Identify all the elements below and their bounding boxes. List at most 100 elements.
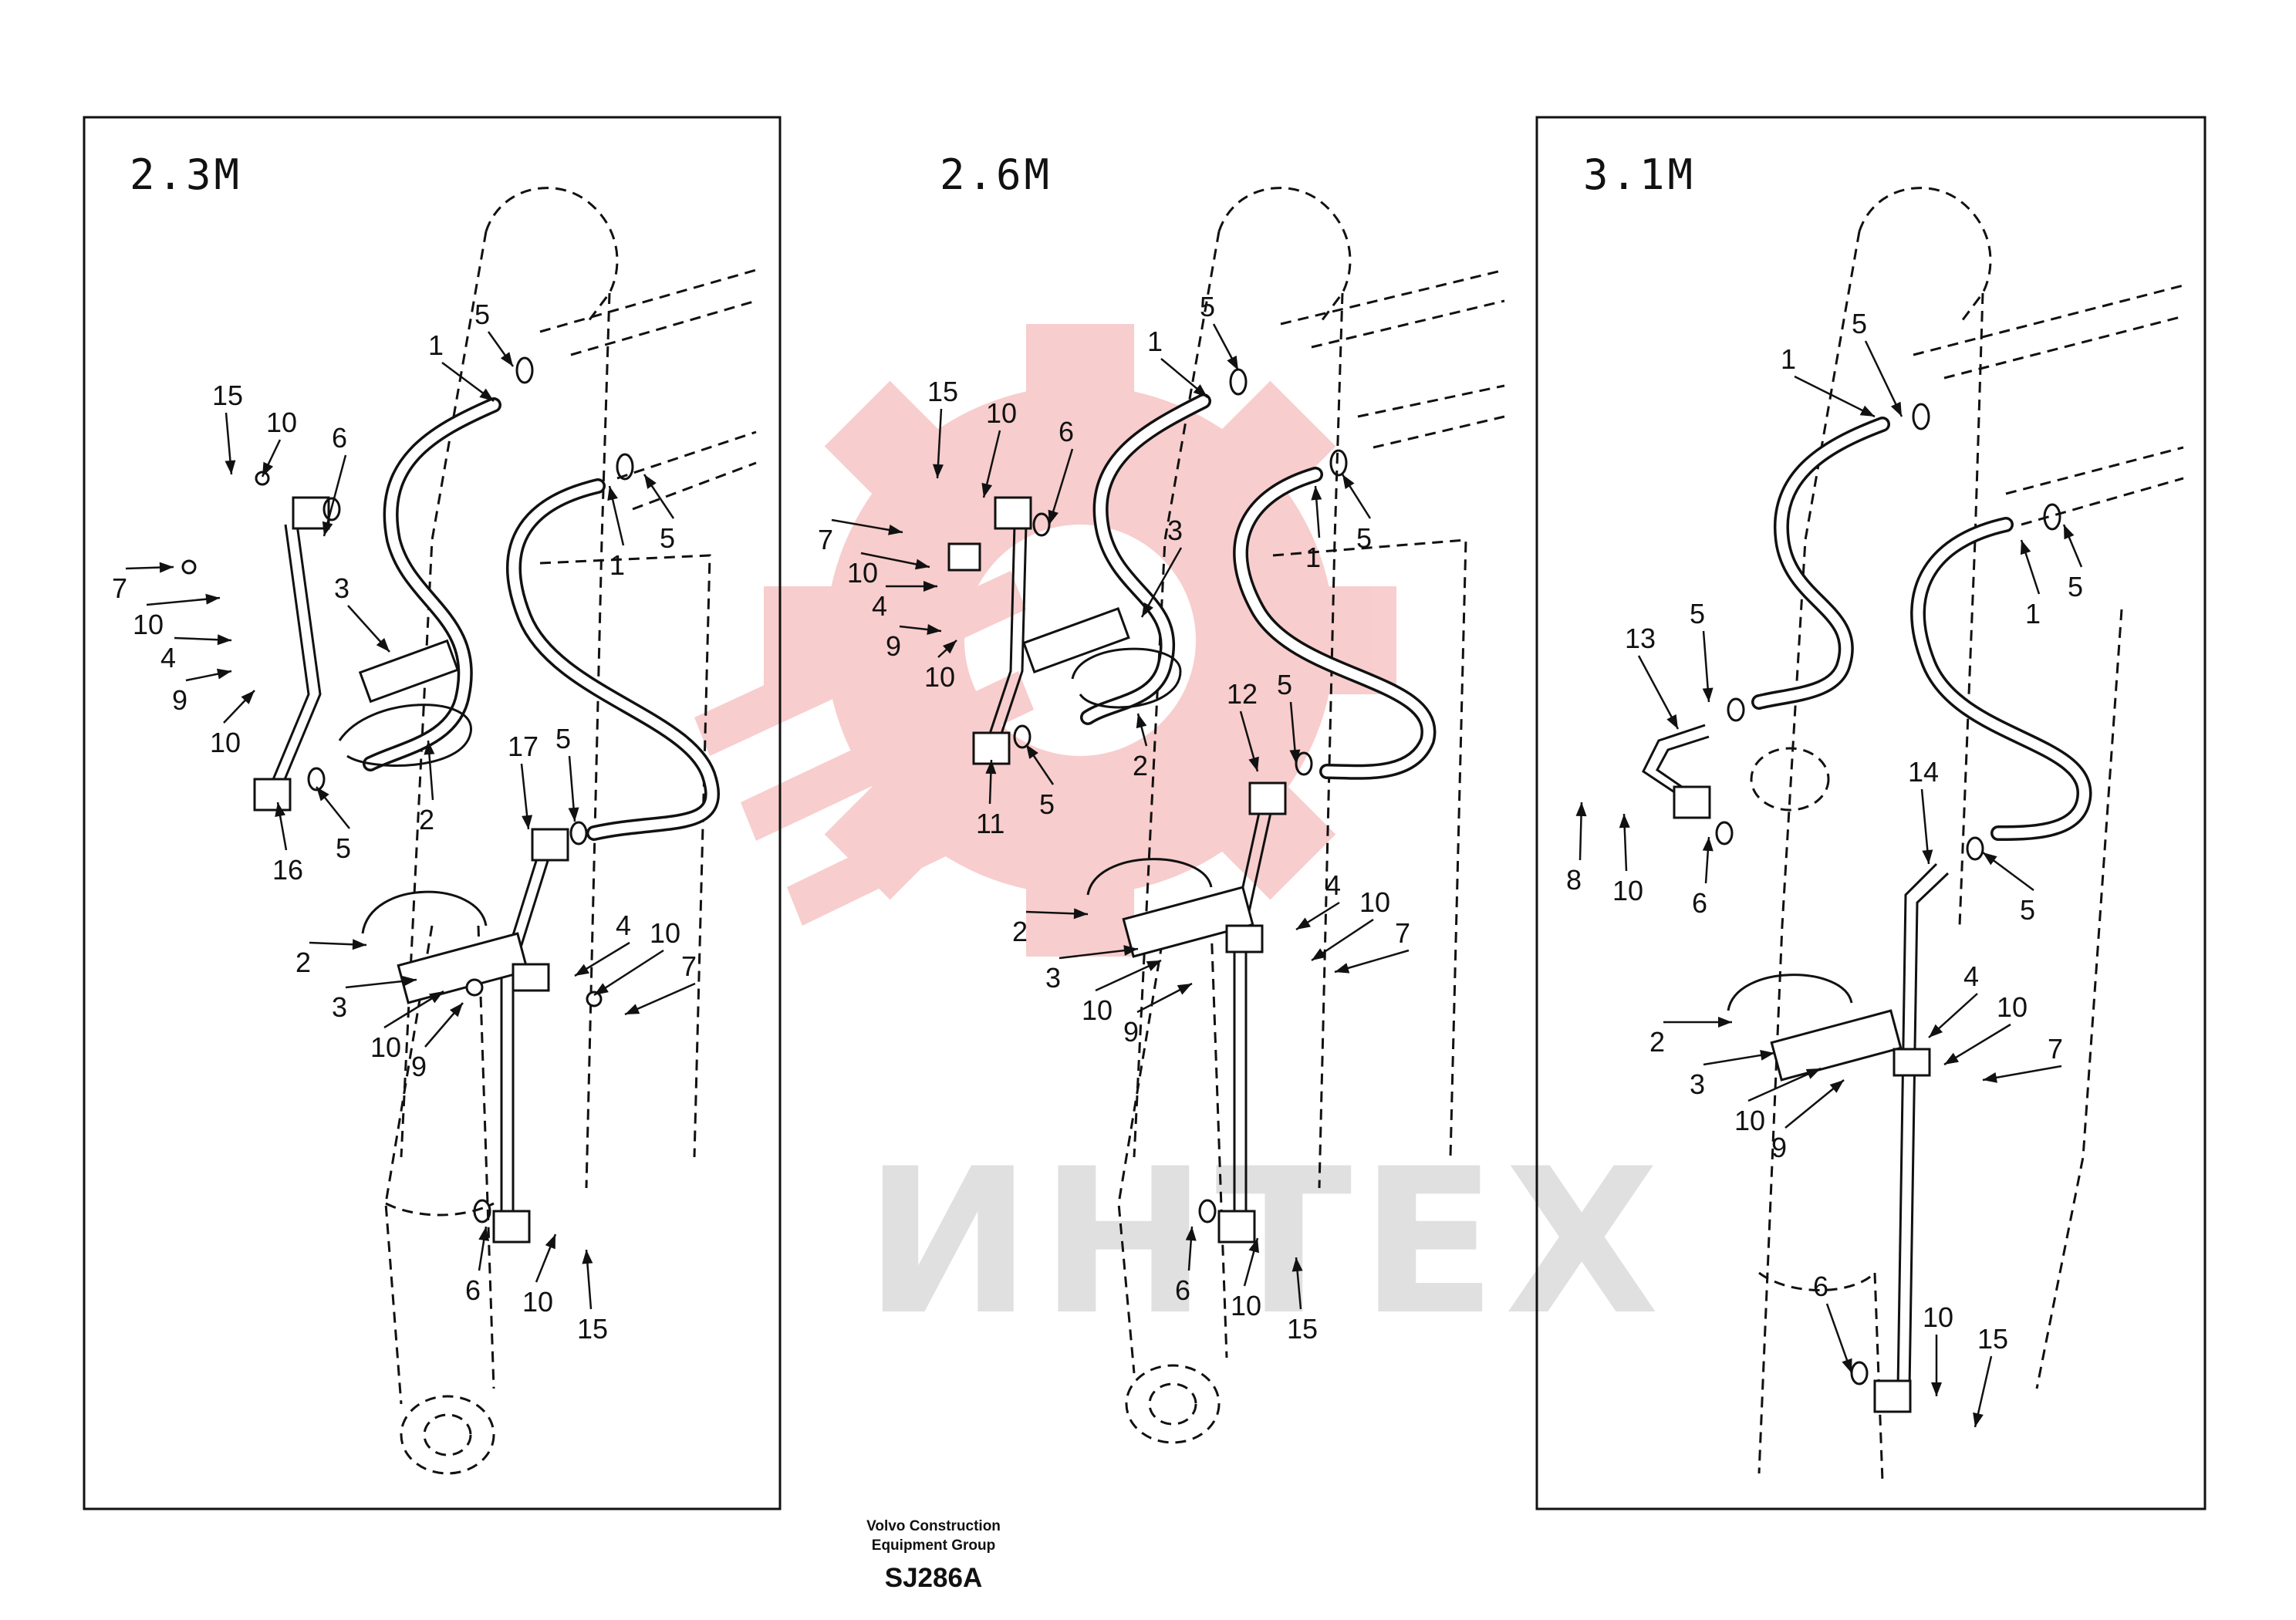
callout-label-9: 9 (1123, 1016, 1139, 1048)
callout-arrowhead (316, 787, 329, 802)
callout-arrowhead (981, 482, 993, 498)
callout-label-15: 15 (1977, 1323, 2008, 1355)
callout-arrowhead (1718, 1017, 1732, 1028)
hose-middle-upper (1080, 393, 1211, 725)
callout-arrowhead (1073, 908, 1088, 920)
callout-label-10: 10 (986, 397, 1017, 429)
panel-frame-right (1535, 116, 2207, 1510)
callout-label-1: 1 (428, 329, 444, 361)
callout-arrowhead (1760, 1049, 1774, 1061)
callout-label-6: 6 (332, 422, 347, 454)
callout-label-5: 5 (555, 723, 571, 754)
callout-label-9: 9 (172, 684, 187, 716)
callout-arrowhead (522, 815, 533, 829)
callout-arrowhead (1048, 509, 1059, 525)
hose-right-main (1910, 517, 2092, 841)
callout-arrowhead (1575, 802, 1587, 817)
callout-label-5: 5 (474, 299, 490, 330)
callout-arrowhead (1248, 756, 1259, 771)
callout-arrowhead (1193, 384, 1207, 397)
callout-label-10: 10 (924, 661, 955, 693)
callout-arrowhead (607, 486, 618, 501)
callout-arrowhead (644, 474, 657, 489)
callout-label-3: 3 (1045, 962, 1061, 994)
callout-arrowhead (927, 624, 941, 635)
callout-label-10: 10 (133, 609, 164, 640)
callout-arrowhead (428, 991, 444, 1004)
callout-arrowhead (217, 634, 231, 646)
pipe-right (1642, 724, 1950, 1389)
callout-arrowhead (923, 581, 937, 592)
callout-arrowhead (1890, 401, 1902, 417)
callout-label-4: 4 (1325, 869, 1341, 901)
boom-outline-left (384, 187, 757, 1475)
callout-arrowhead (479, 388, 494, 401)
callout-label-10: 10 (266, 407, 297, 438)
callout-label-12: 12 (1227, 678, 1258, 710)
callout-arrowhead (376, 637, 390, 652)
callout-arrowhead (225, 460, 236, 474)
callout-label-3: 3 (1167, 515, 1183, 546)
callout-arrowhead (1142, 602, 1153, 617)
panel-title-right: 3.1M (1583, 150, 1696, 199)
callout-arrowhead (1983, 1072, 1997, 1083)
callout-arrowhead (2064, 525, 2075, 540)
clamp-left-upper (338, 639, 472, 767)
callout-arrowhead (1312, 948, 1326, 960)
callout-arrowhead (1146, 960, 1161, 971)
callout-arrowhead (1702, 687, 1714, 702)
callout-label-7: 7 (1395, 917, 1410, 949)
callout-arrowhead (985, 760, 997, 775)
callout-label-1: 1 (1147, 326, 1163, 357)
callout-arrowhead (1185, 1227, 1197, 1241)
callout-arrowhead (322, 521, 333, 536)
callout-arrowhead (914, 559, 930, 570)
callout-arrowhead (1248, 1238, 1259, 1254)
callout-arrowhead (402, 975, 417, 987)
callout-label-5: 5 (1200, 291, 1215, 322)
callout-label-5: 5 (1690, 598, 1705, 629)
clamp-left-lower (361, 890, 529, 1004)
callout-arrowhead (888, 525, 903, 535)
callout-label-2: 2 (1012, 916, 1028, 947)
panel-title-left: 2.3M (130, 150, 242, 199)
callout-label-9: 9 (411, 1051, 427, 1082)
callout-label-10: 10 (370, 1031, 401, 1063)
fittings-right (1673, 403, 2061, 1413)
callout-label-2: 2 (1649, 1026, 1665, 1058)
callout-label-4: 4 (616, 910, 631, 941)
fittings-left (181, 356, 634, 1244)
callout-arrowhead (594, 983, 609, 995)
callout-label-13: 13 (1625, 623, 1656, 654)
callout-label-10: 10 (1231, 1290, 1261, 1321)
callout-arrowhead (568, 807, 579, 822)
callout-label-10: 10 (1359, 886, 1390, 918)
callout-label-5: 5 (2020, 894, 2035, 926)
callout-label-16: 16 (272, 854, 303, 886)
callout-label-7: 7 (2048, 1033, 2063, 1065)
panel-title-middle: 2.6M (940, 150, 1052, 199)
footer-company-line2: Equipment Group (871, 1537, 996, 1554)
pipe-left (268, 524, 553, 1219)
callout-label-6: 6 (1813, 1271, 1828, 1302)
callout-label-1: 1 (2025, 598, 2041, 629)
callout-arrowhead (205, 593, 220, 605)
boom-outline-right (1750, 187, 2184, 1482)
callout-arrowhead (262, 461, 274, 477)
callout-label-10: 10 (1734, 1105, 1765, 1136)
callout-label-2: 2 (419, 804, 434, 835)
callout-arrowhead (545, 1234, 555, 1250)
callout-label-6: 6 (1692, 887, 1707, 919)
callout-arrowhead (1296, 917, 1311, 930)
callout-arrowhead (352, 939, 366, 950)
callout-label-17: 17 (508, 731, 539, 762)
callout-label-2: 2 (295, 947, 311, 978)
hose-right-upper (1751, 417, 1890, 710)
callout-arrowhead (216, 668, 231, 680)
callout-arrowhead (424, 741, 435, 755)
callout-arrowhead (933, 464, 944, 478)
callout-label-5: 5 (1356, 522, 1372, 554)
callout-arrowhead (1227, 355, 1238, 370)
callout-label-5: 5 (660, 522, 675, 554)
